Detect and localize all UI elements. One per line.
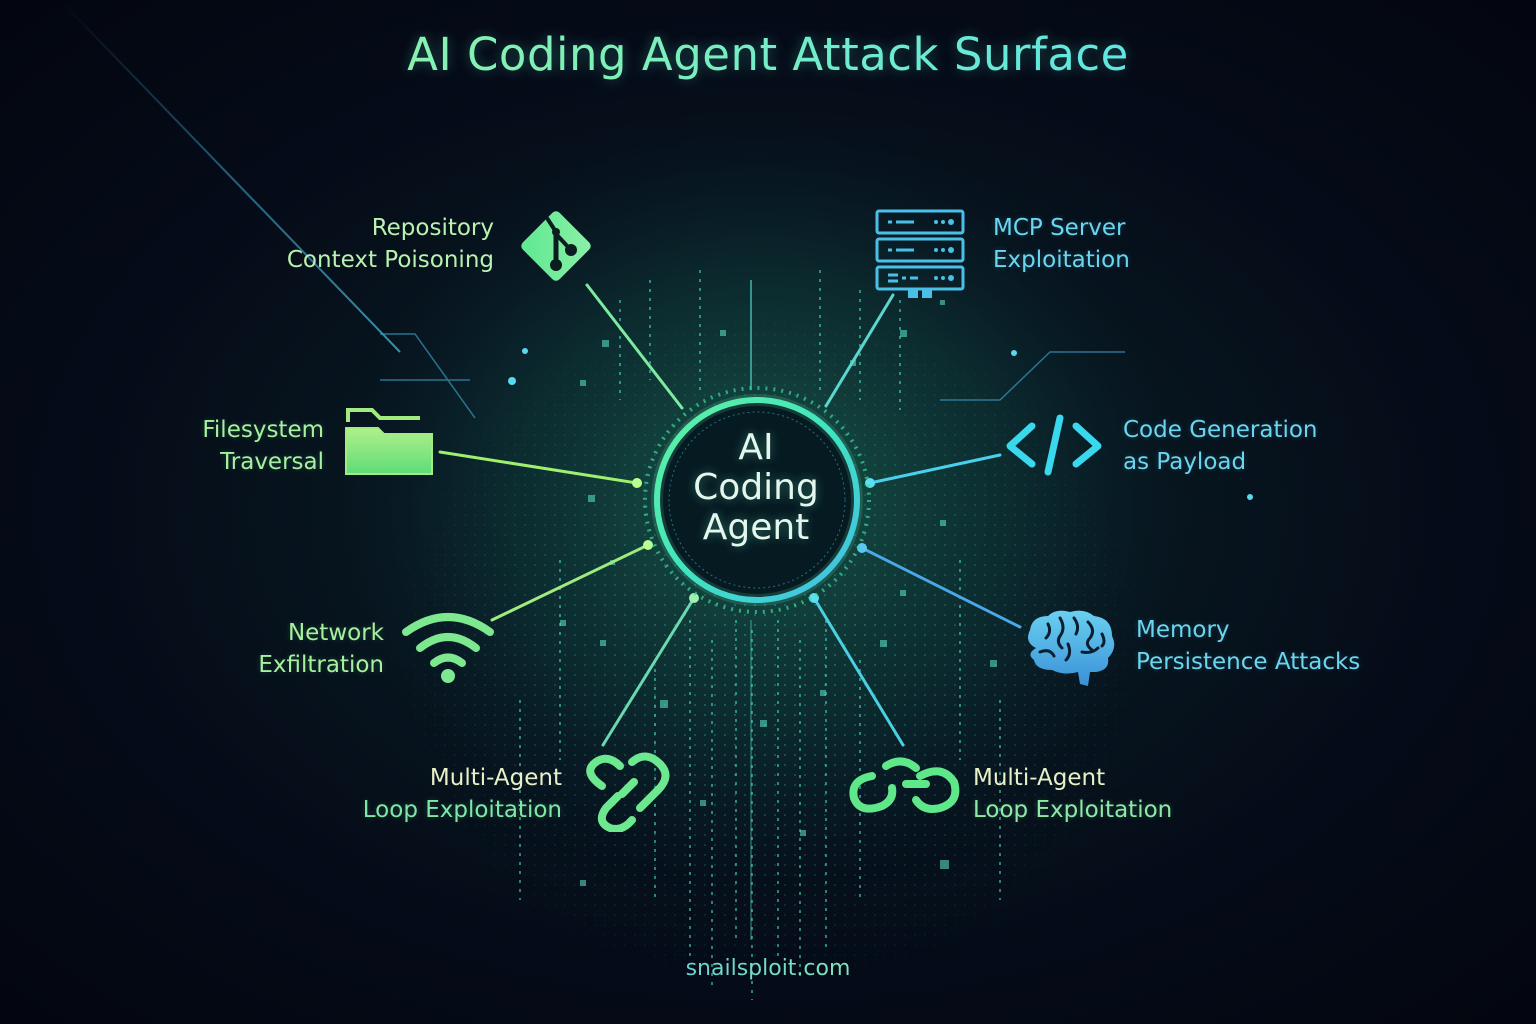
hub-line: Coding	[693, 467, 819, 508]
node-memory-persistence-attacks: Memory Persistence Attacks	[1136, 614, 1360, 678]
hub-line: AI	[738, 427, 774, 468]
node-mcp-server-exploitation: MCP Server Exploitation	[993, 212, 1130, 276]
node-network-exfiltration: Network Exfiltration	[230, 617, 384, 681]
node-label-line2: Context Poisoning	[286, 247, 494, 273]
node-label-line1: Multi-Agent	[429, 765, 562, 791]
node-label-line1: Filesystem	[202, 417, 324, 443]
node-label-line2: Loop Exploitation	[362, 797, 562, 823]
code-brackets-icon	[1006, 414, 1102, 476]
node-label-line1: Memory	[1136, 617, 1230, 643]
node-label-line1: Code Generation	[1123, 417, 1318, 443]
hub-ai-coding-agent: AI Coding Agent	[668, 428, 844, 548]
node-filesystem-traversal: Filesystem Traversal	[150, 414, 324, 478]
node-label-line1: Repository	[371, 215, 494, 241]
footer-site-link[interactable]: snailsploit.com	[0, 956, 1536, 981]
node-label-line2: Exfiltration	[258, 652, 384, 678]
node-label-line2: Traversal	[220, 449, 324, 475]
node-label-line1: Network	[287, 620, 384, 646]
server-rack-icon	[875, 209, 965, 298]
node-code-generation-as-payload: Code Generation as Payload	[1123, 414, 1318, 478]
wifi-icon	[402, 613, 494, 683]
hub-line: Agent	[702, 507, 810, 548]
node-label-line1: MCP Server	[993, 215, 1126, 241]
node-repository-context-poisoning: Repository Context Poisoning	[250, 212, 494, 276]
page-title: AI Coding Agent Attack Surface	[0, 28, 1536, 81]
node-label-line1: Multi-Agent	[973, 765, 1106, 791]
chain-link-icon	[849, 757, 960, 813]
node-label-line2: Loop Exploitation	[973, 797, 1173, 823]
node-multi-agent-loop-exploitation-left: Multi-Agent Loop Exploitation	[360, 762, 562, 826]
node-label-line2: Persistence Attacks	[1136, 649, 1361, 675]
brain-icon	[1028, 610, 1115, 686]
folder-icon	[345, 408, 433, 475]
node-label-line2: Exploitation	[993, 247, 1130, 273]
node-multi-agent-loop-exploitation-right: Multi-Agent Loop Exploitation	[973, 762, 1172, 826]
node-label-line2: as Payload	[1123, 449, 1247, 475]
git-icon	[521, 211, 591, 281]
chain-link-icon	[586, 752, 670, 832]
